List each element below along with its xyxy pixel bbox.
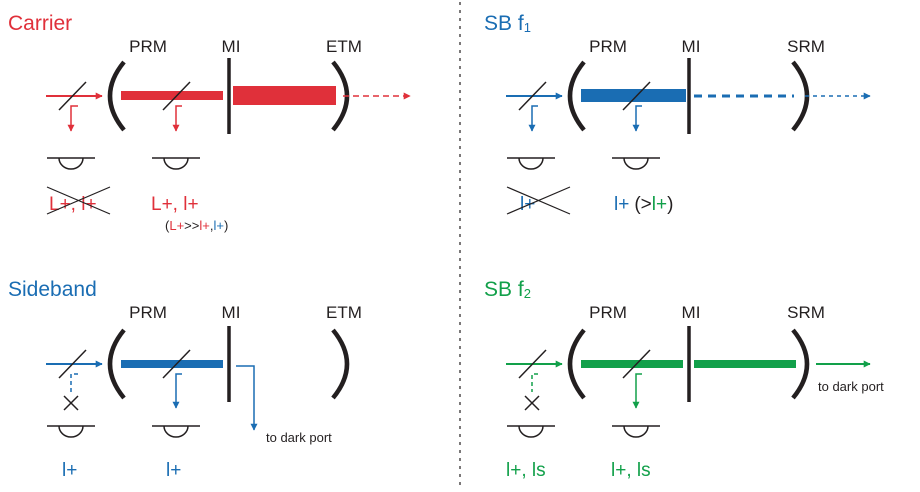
pickoff-beam-right bbox=[172, 105, 182, 132]
label-mi: MI bbox=[682, 37, 701, 56]
pickoff-beam-right bbox=[632, 373, 642, 409]
pickoff-left bbox=[58, 81, 87, 111]
pickoff-beam-right bbox=[172, 373, 182, 409]
label-prm: PRM bbox=[589, 37, 627, 56]
etm-mirror bbox=[331, 328, 350, 400]
prm-mirror bbox=[567, 60, 586, 132]
prm-mirror bbox=[567, 328, 586, 400]
label-etm: ETM bbox=[326, 303, 362, 322]
panel-sb-f2: SB f2 PRM MI SRM to dark port l+, ls l+,… bbox=[484, 278, 884, 481]
pickoff-beam-right bbox=[632, 105, 642, 132]
photodetector-left bbox=[47, 425, 95, 438]
panel-sb-f1: SB f1 PRM MI SRM l+ l+(>l+) bbox=[484, 12, 871, 215]
panel-title: SB f2 bbox=[484, 278, 531, 301]
arm-beam bbox=[233, 86, 336, 105]
cross-out-mark bbox=[46, 186, 111, 215]
pickoff-right bbox=[622, 81, 651, 111]
label-prm: PRM bbox=[589, 303, 627, 322]
prm-mirror bbox=[107, 60, 126, 132]
recycling-beam bbox=[581, 360, 683, 368]
signal-right: l+ bbox=[166, 460, 181, 481]
recycling-beam bbox=[121, 91, 223, 100]
signal-right: l+, ls bbox=[611, 460, 651, 481]
panel-sideband: Sideband PRM MI ETM to dark port l+ l+ bbox=[8, 278, 362, 481]
pickoff-left bbox=[58, 349, 87, 379]
pickoff-right bbox=[162, 349, 191, 379]
signal-left: L+, l+ bbox=[49, 194, 97, 215]
photodetector-right bbox=[612, 157, 660, 170]
photodetector-left bbox=[47, 157, 95, 170]
label-srm: SRM bbox=[787, 303, 825, 322]
recycling-beam bbox=[581, 89, 686, 102]
blocked-mark-left bbox=[63, 395, 79, 411]
pickoff-right bbox=[162, 81, 191, 111]
photodetector-left bbox=[507, 425, 555, 438]
arm-beam bbox=[694, 360, 796, 368]
signal-right: l+(>l+) bbox=[614, 194, 673, 215]
pickoff-left bbox=[518, 81, 547, 111]
label-etm: ETM bbox=[326, 37, 362, 56]
label-mi: MI bbox=[222, 303, 241, 322]
panel-title: Carrier bbox=[8, 12, 72, 35]
signal-note: (L+>>l+,l+) bbox=[165, 218, 228, 233]
pickoff-beam-left bbox=[70, 373, 78, 392]
signal-left: l+ bbox=[62, 460, 77, 481]
photodetector-right bbox=[152, 157, 200, 170]
prm-mirror bbox=[107, 328, 126, 400]
pickoff-left bbox=[518, 349, 547, 379]
recycling-beam bbox=[121, 360, 223, 368]
panel-title: Sideband bbox=[8, 278, 97, 301]
blocked-mark-left bbox=[524, 395, 540, 411]
srm-mirror bbox=[791, 328, 810, 400]
label-mi: MI bbox=[682, 303, 701, 322]
cross-out-mark bbox=[506, 186, 571, 215]
pickoff-beam-left bbox=[67, 105, 78, 132]
label-prm: PRM bbox=[129, 303, 167, 322]
dark-port-label: to dark port bbox=[818, 379, 884, 394]
photodetector-left bbox=[507, 157, 555, 170]
signal-right: L+, l+ bbox=[151, 194, 199, 215]
label-mi: MI bbox=[222, 37, 241, 56]
label-srm: SRM bbox=[787, 37, 825, 56]
panel-title: SB f1 bbox=[484, 12, 531, 35]
pickoff-beam-left bbox=[531, 373, 538, 392]
srm-mirror bbox=[791, 60, 810, 132]
dark-port-beam bbox=[236, 365, 258, 431]
signal-left: l+, ls bbox=[506, 460, 546, 481]
panel-carrier: Carrier PRM MI ETM L+, l+ L+, l+ (L+>>l+… bbox=[8, 12, 411, 233]
label-prm: PRM bbox=[129, 37, 167, 56]
photodetector-right bbox=[152, 425, 200, 438]
pickoff-beam-left bbox=[528, 105, 538, 132]
photodetector-right bbox=[612, 425, 660, 438]
dark-port-label: to dark port bbox=[266, 430, 332, 445]
pickoff-right bbox=[622, 349, 651, 379]
